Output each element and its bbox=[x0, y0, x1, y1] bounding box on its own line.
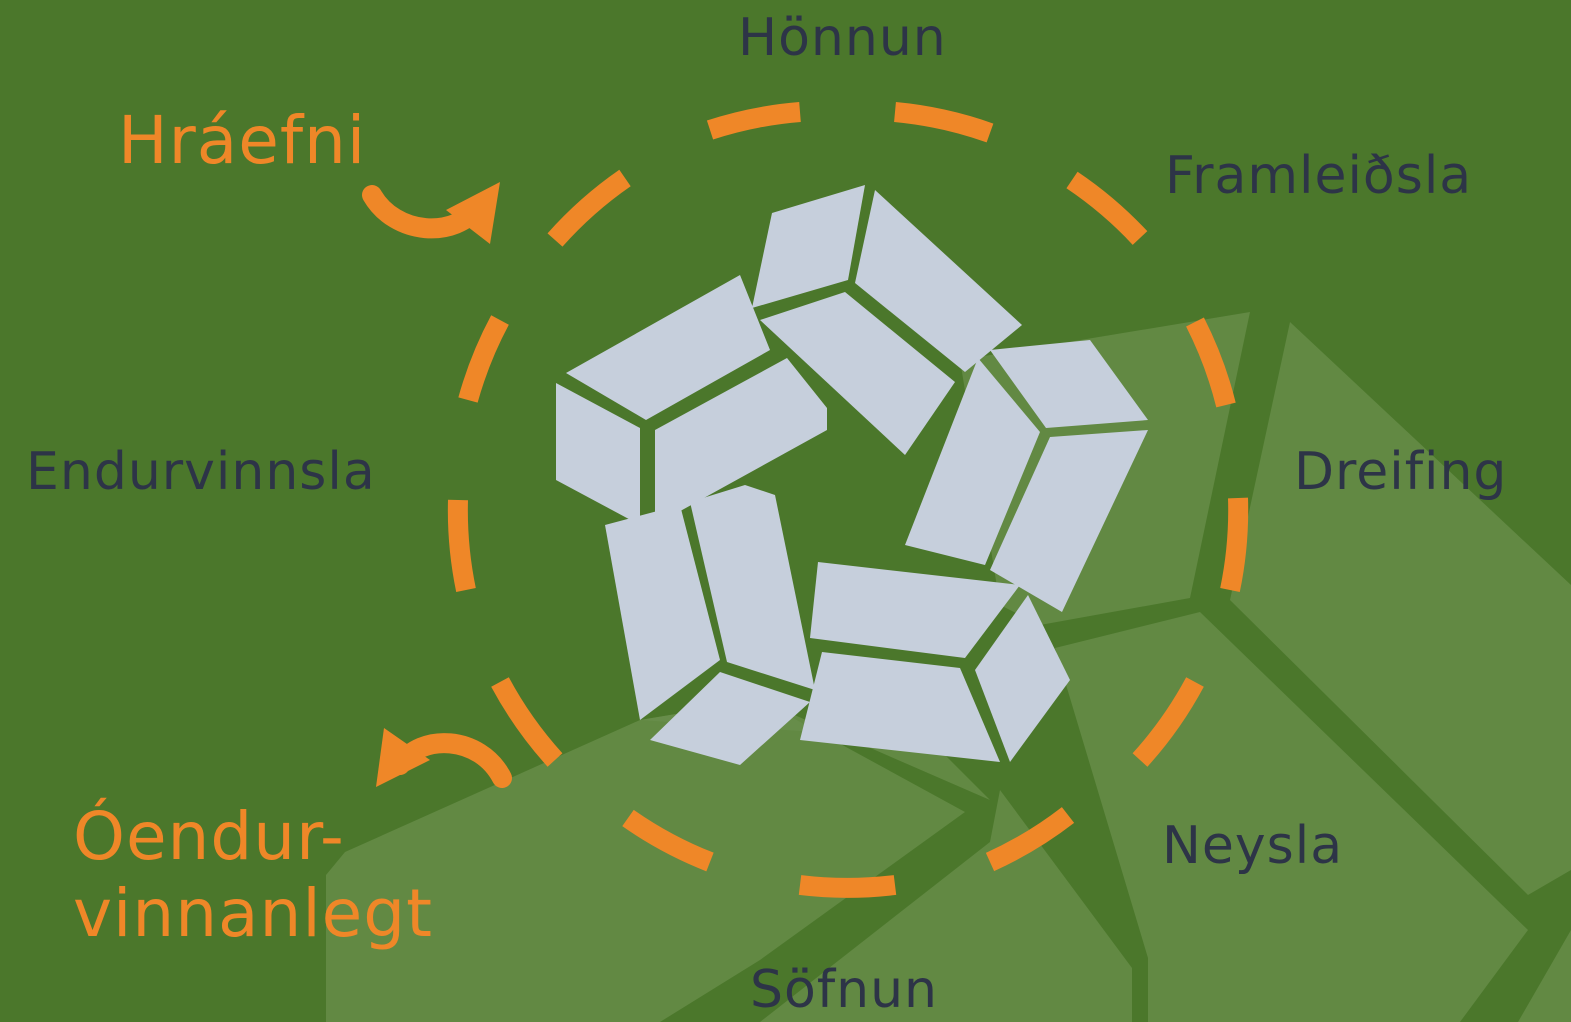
output-label-line1: Óendur- bbox=[73, 798, 433, 875]
input-label: Hráefni bbox=[118, 108, 366, 174]
output-label-line2: vinnanlegt bbox=[73, 875, 433, 952]
stage-label-dreifing: Dreifing bbox=[1294, 446, 1507, 498]
stage-label-endurvinnsla: Endurvinnsla bbox=[26, 446, 376, 498]
stage-label-sofnun: Söfnun bbox=[750, 964, 938, 1016]
output-label: Óendur- vinnanlegt bbox=[73, 798, 433, 952]
stage-label-neysla: Neysla bbox=[1162, 820, 1343, 872]
stage-label-honnun: Hönnun bbox=[738, 12, 947, 64]
stage-label-framleidsla: Framleiðsla bbox=[1165, 150, 1472, 202]
